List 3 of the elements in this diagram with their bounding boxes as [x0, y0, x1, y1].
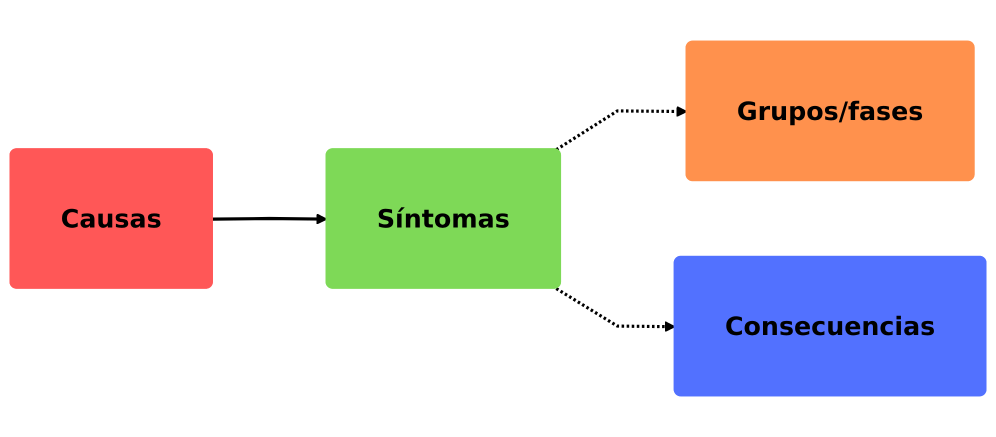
arrow — [555, 106, 688, 152]
arrow — [555, 287, 676, 332]
arrow — [212, 213, 328, 225]
